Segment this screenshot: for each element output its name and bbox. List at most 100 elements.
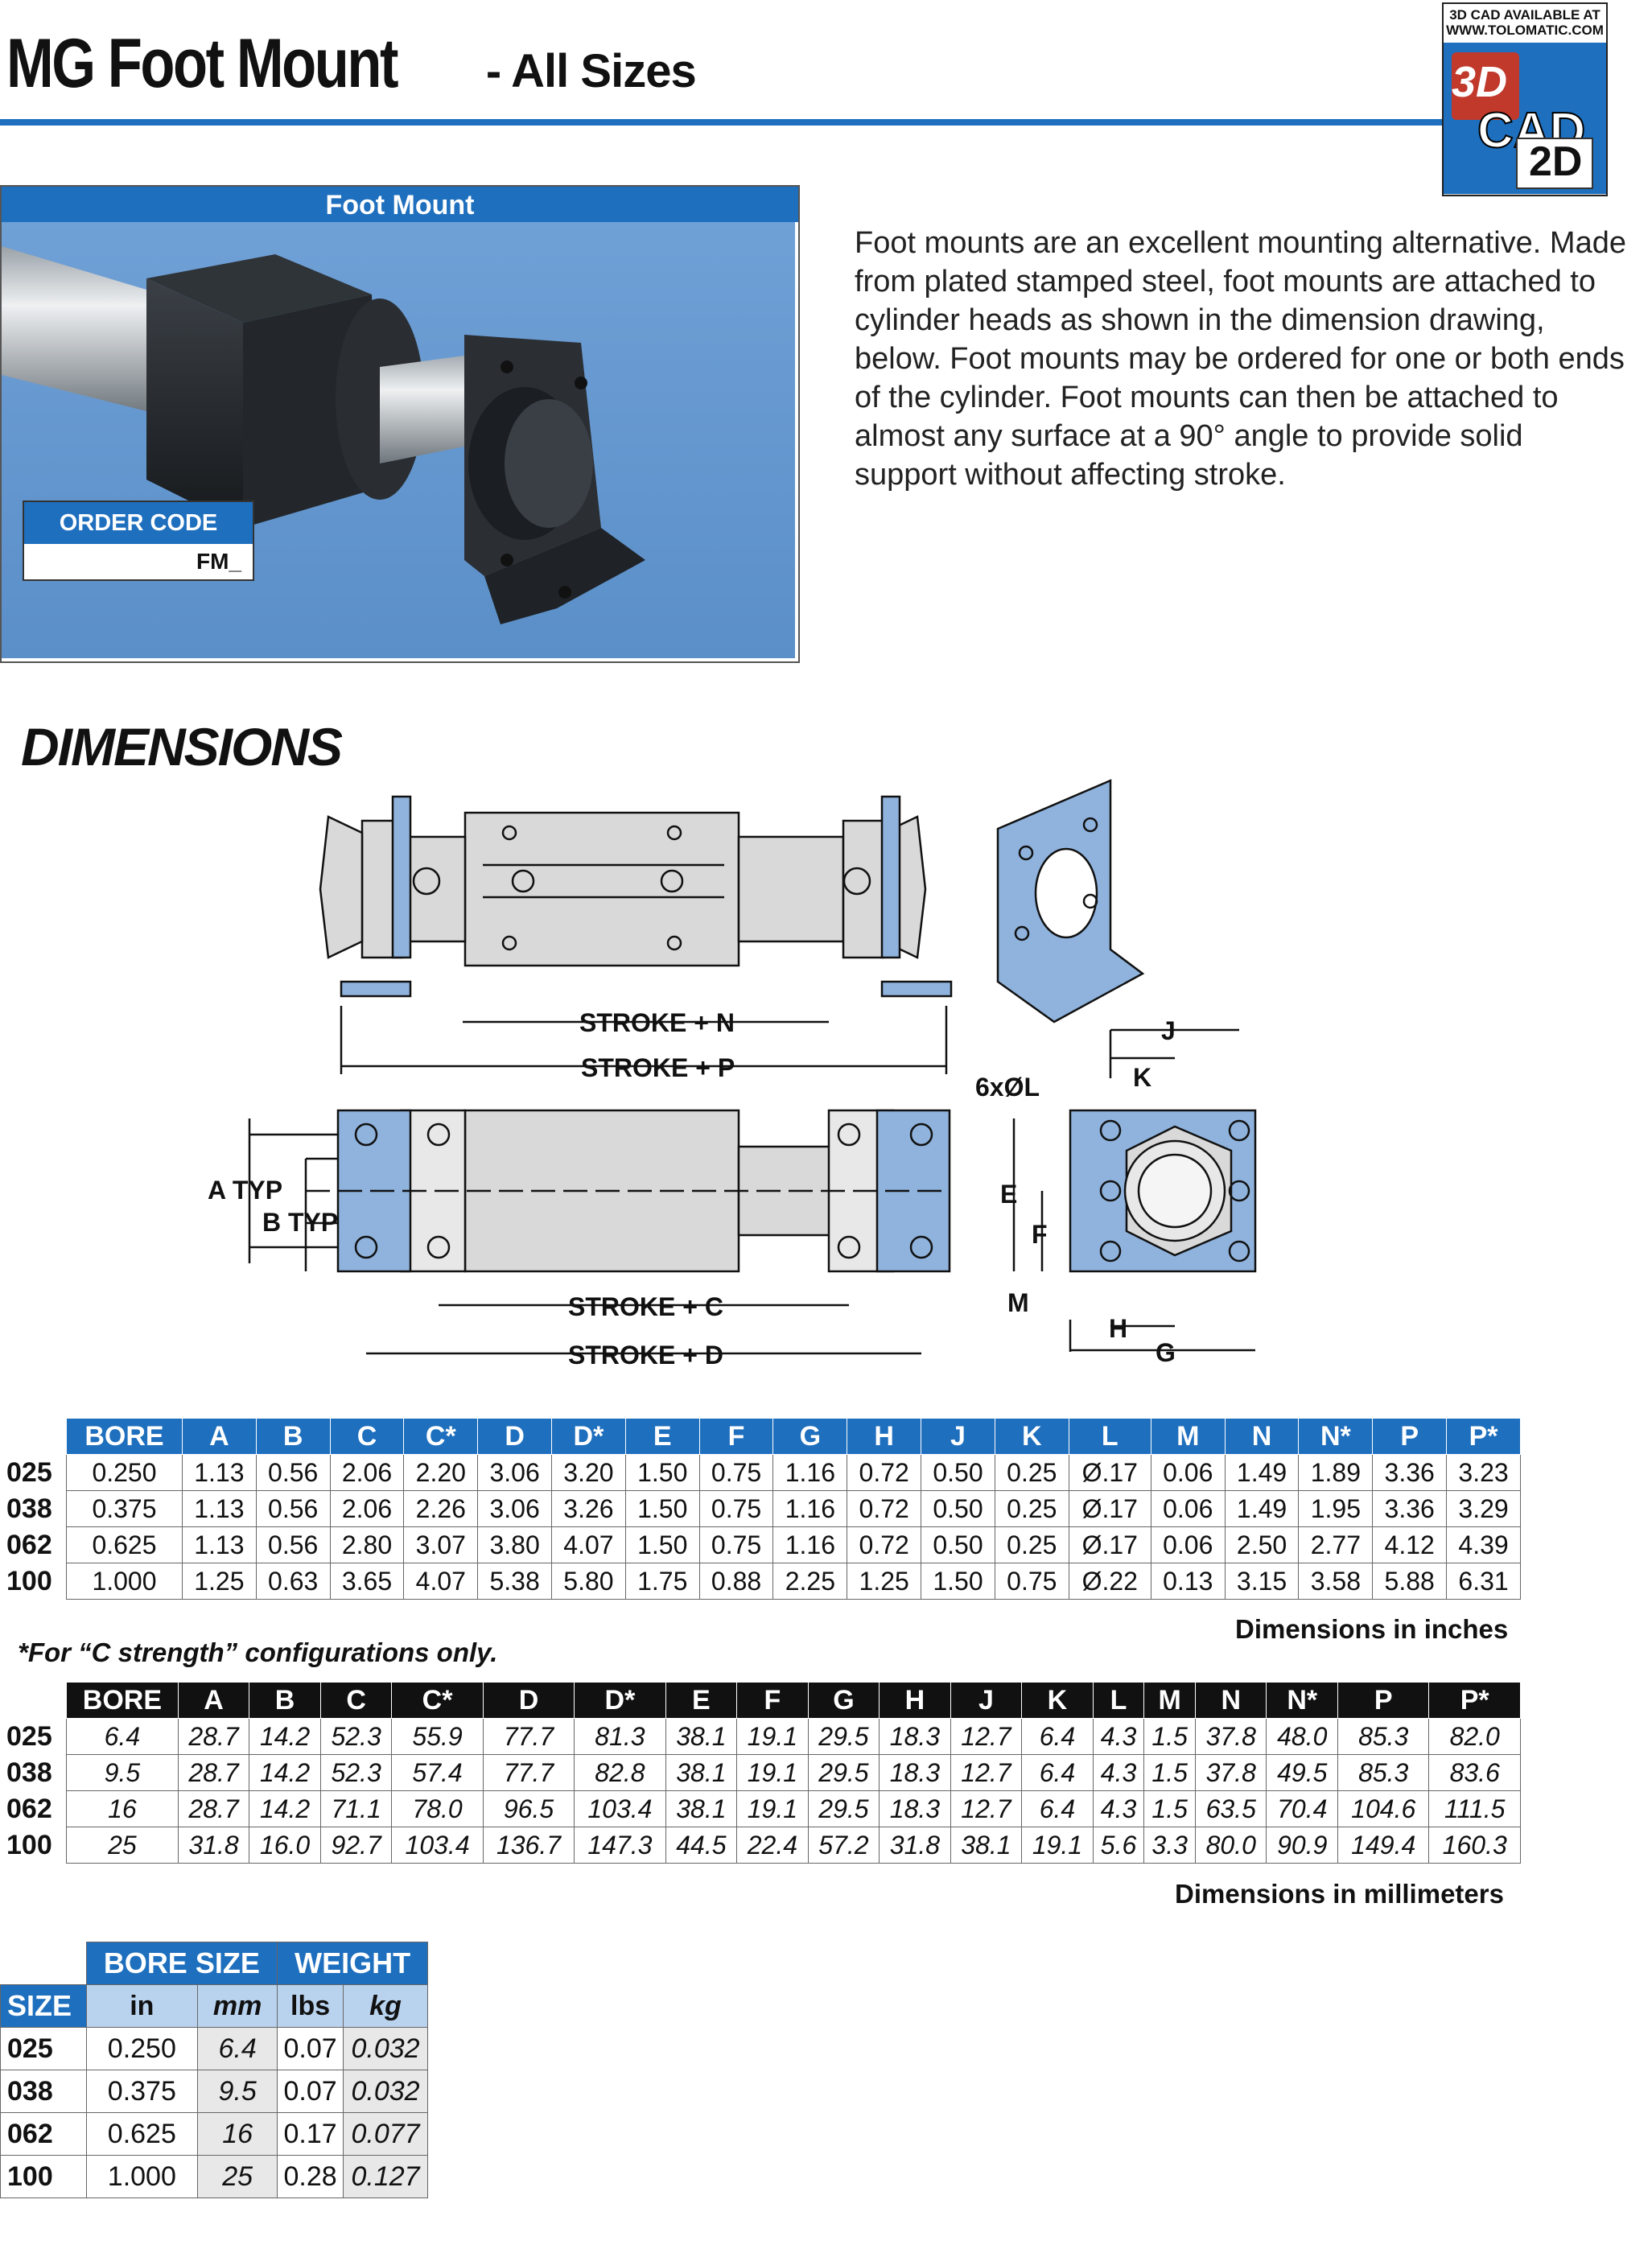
table-cell: 2.26 — [403, 1490, 479, 1527]
column-header: BORE — [66, 1418, 183, 1455]
table-cell: 28.7 — [177, 1718, 250, 1755]
table-cell: 1.50 — [624, 1454, 700, 1491]
table-cell: 0.56 — [255, 1454, 331, 1491]
table-cell: 18.3 — [879, 1754, 951, 1791]
table-cell: 18.3 — [879, 1790, 951, 1827]
table-cell: 2.50 — [1224, 1526, 1300, 1563]
title-rule — [0, 119, 1445, 126]
table-cell: 4.3 — [1092, 1718, 1145, 1755]
table-cell: 31.8 — [177, 1827, 250, 1864]
table-cell: 1.25 — [181, 1563, 257, 1600]
table-cell: 2.20 — [403, 1454, 479, 1491]
table-cell: 31.8 — [879, 1827, 951, 1864]
table-cell: 77.7 — [482, 1754, 575, 1791]
table-cell: 70.4 — [1266, 1790, 1338, 1827]
weight-header: WEIGHT — [277, 1942, 428, 1985]
table-cell: 14.2 — [249, 1754, 321, 1791]
table-cell: 0.72 — [847, 1454, 922, 1491]
cad-badge-line2: WWW.TOLOMATIC.COM — [1446, 23, 1604, 38]
column-header: L — [1068, 1418, 1151, 1455]
page-title-main: MG Foot Mount — [6, 25, 398, 102]
table-cell: 3.58 — [1298, 1563, 1374, 1600]
table-cell: 0.250 — [66, 1454, 183, 1491]
table-cell: 85.3 — [1337, 1754, 1430, 1791]
table-cell: 3.29 — [1446, 1490, 1521, 1527]
table-cell: 38.1 — [665, 1754, 738, 1791]
column-header: N — [1194, 1682, 1267, 1719]
table-cell: 0.50 — [921, 1454, 995, 1491]
table-cell: Ø.22 — [1068, 1563, 1151, 1600]
table-cell: 5.38 — [477, 1563, 553, 1600]
column-header: L — [1092, 1682, 1145, 1719]
table-cell: 29.5 — [807, 1718, 880, 1755]
row-size-label: 062 — [0, 2112, 87, 2156]
column-header: D* — [574, 1682, 666, 1719]
column-header: E — [665, 1682, 738, 1719]
table-cell: 0.75 — [698, 1526, 774, 1563]
unit-in: in — [85, 1984, 199, 2028]
label-k: K — [1133, 1063, 1151, 1092]
table-cell: 0.50 — [921, 1490, 995, 1527]
table-cell: 82.0 — [1428, 1718, 1521, 1755]
table-cell: 6.4 — [1021, 1718, 1094, 1755]
table-cell: 9.5 — [66, 1754, 179, 1791]
weight-lbs-cell: 0.07 — [277, 2070, 344, 2113]
bore-mm-cell: 9.5 — [197, 2070, 278, 2113]
table-cell: 82.8 — [574, 1754, 666, 1791]
unit-kg: kg — [343, 1984, 428, 2028]
table-cell: 104.6 — [1337, 1790, 1430, 1827]
table-cell: 4.07 — [551, 1526, 626, 1563]
column-header: K — [1021, 1682, 1094, 1719]
table-cell: 3.20 — [551, 1454, 626, 1491]
column-header: B — [255, 1418, 331, 1455]
table-cell: 1.16 — [772, 1526, 848, 1563]
cad-available-badge[interactable]: 3D CAD AVAILABLE AT WWW.TOLOMATIC.COM 3D… — [1442, 2, 1608, 196]
bore-mm-cell: 16 — [197, 2112, 278, 2156]
table-cell: 136.7 — [482, 1827, 575, 1864]
table-cell: 28.7 — [177, 1754, 250, 1791]
table-cell: 0.375 — [66, 1490, 183, 1527]
column-header: C — [329, 1418, 405, 1455]
table-cell: 1.13 — [181, 1490, 257, 1527]
table-cell: 0.63 — [255, 1563, 331, 1600]
table-cell: 4.39 — [1446, 1526, 1521, 1563]
label-h: H — [1109, 1314, 1127, 1343]
column-header: N* — [1298, 1418, 1374, 1455]
table-cell: 16 — [66, 1790, 179, 1827]
table-cell: 1.5 — [1143, 1718, 1196, 1755]
table-cell: 3.23 — [1446, 1454, 1521, 1491]
table-cell: 160.3 — [1428, 1827, 1521, 1864]
table-cell: 19.1 — [1021, 1827, 1094, 1864]
inches-caption: Dimensions in inches — [1235, 1614, 1509, 1644]
table-cell: 6.4 — [1021, 1754, 1094, 1791]
table-cell: 92.7 — [319, 1827, 393, 1864]
table-cell: 14.2 — [249, 1790, 321, 1827]
table-cell: 0.06 — [1150, 1490, 1226, 1527]
bore-size-header: BORE SIZE — [85, 1942, 278, 1985]
bore-in-cell: 1.000 — [85, 2155, 199, 2198]
table-cell: Ø.17 — [1068, 1526, 1151, 1563]
label-stroke-n: STROKE + N — [579, 1008, 735, 1037]
table-cell: 6.31 — [1446, 1563, 1521, 1600]
table-cell: 3.07 — [403, 1526, 479, 1563]
row-size-label: 038 — [6, 1757, 52, 1788]
table-cell: 1.13 — [181, 1526, 257, 1563]
foot-mount-photo-panel: Foot Mount — [0, 185, 800, 663]
order-code-label: ORDER CODE — [24, 502, 253, 544]
order-code-box: ORDER CODE FM_ — [23, 500, 254, 581]
table-cell: 80.0 — [1194, 1827, 1267, 1864]
table-cell: 22.4 — [736, 1827, 809, 1864]
table-cell: 1.95 — [1298, 1490, 1374, 1527]
table-cell: 37.8 — [1194, 1754, 1267, 1791]
table-cell: 1.5 — [1143, 1754, 1196, 1791]
table-corner — [0, 1942, 86, 1985]
table-cell: 0.72 — [847, 1490, 922, 1527]
row-size-label: 100 — [0, 2155, 87, 2198]
table-cell: 6.4 — [1021, 1790, 1094, 1827]
table-cell: 0.25 — [994, 1454, 1069, 1491]
weight-kg-cell: 0.127 — [343, 2155, 428, 2198]
table-cell: 0.75 — [994, 1563, 1069, 1600]
table-cell: 0.56 — [255, 1526, 331, 1563]
table-cell: 52.3 — [319, 1754, 393, 1791]
